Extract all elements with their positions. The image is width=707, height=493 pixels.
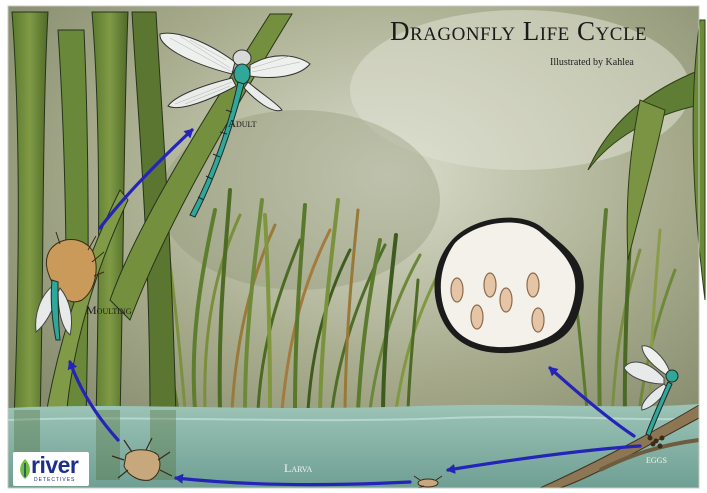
egg <box>471 305 483 329</box>
diagram-title: Dragonfly Life Cycle <box>390 16 647 47</box>
logo-subtitle: DETECTIVES <box>34 477 75 483</box>
egg <box>484 273 496 297</box>
logo-word: river <box>31 452 78 479</box>
egg <box>500 288 512 312</box>
egg <box>451 278 463 302</box>
river-detectives-logo: river DETECTIVES <box>13 452 89 486</box>
label-eggs: eggs <box>646 454 667 466</box>
label-adult: Adult <box>228 118 257 130</box>
label-larva: Larva <box>284 461 312 476</box>
egg <box>532 308 544 332</box>
label-moulting: Moulting <box>86 303 131 318</box>
illustrator-credit: Illustrated by Kahlea <box>550 57 634 68</box>
egg <box>527 273 539 297</box>
